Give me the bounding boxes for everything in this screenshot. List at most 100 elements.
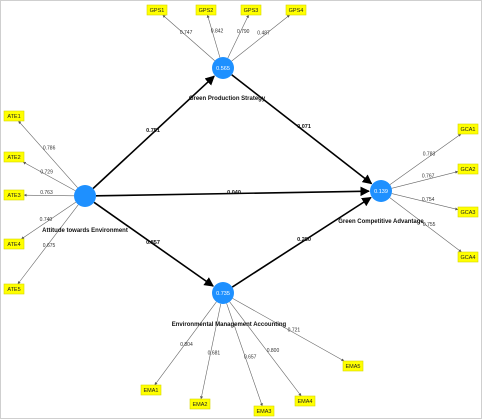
loading-value-ema2: 0.681 (208, 351, 221, 357)
construct-name-gps: Green Production Strategy (189, 96, 266, 102)
indicator-label-ate5: ATE5 (7, 287, 20, 293)
path-ate-to-ema (93, 201, 214, 287)
indicator-box-ate3[interactable] (3, 189, 25, 201)
construct-gps[interactable] (212, 57, 234, 79)
indicator-box-ate1[interactable] (3, 110, 25, 122)
indicator-box-ate4[interactable] (3, 238, 25, 250)
loading-line-gps2 (206, 14, 221, 58)
construct-gca[interactable] (370, 180, 392, 202)
indicator-label-gps4: GPS4 (289, 8, 304, 14)
loading-value-ema3: 0.657 (244, 354, 257, 360)
loading-value-ema1: 0.804 (180, 342, 193, 348)
path-gps-to-gca (231, 74, 373, 185)
constructs-layer: 0.565 0.735 0.139 (74, 57, 392, 304)
loading-line-ate5 (17, 204, 79, 285)
indicator-box-ema2[interactable] (189, 398, 211, 410)
indicator-box-gps4[interactable] (285, 4, 307, 16)
path-coef-ate-to-gps: 0.751 (146, 128, 160, 134)
indicator-label-gps1: GPS1 (150, 8, 165, 14)
loading-value-ema5: 0.721 (288, 327, 301, 333)
loading-line-gca3 (391, 193, 459, 211)
path-ema-to-gca (231, 196, 372, 288)
construct-name-ema: Environmental Management Accounting (172, 322, 287, 328)
indicator-box-gca3[interactable] (457, 206, 479, 218)
loading-lines-layer (17, 14, 462, 407)
loading-value-gps2: 0.842 (211, 29, 224, 35)
indicator-label-gps2: GPS2 (199, 8, 214, 14)
indicator-box-gca4[interactable] (457, 251, 479, 263)
loading-value-ate1: 0.786 (43, 146, 56, 152)
indicator-box-gps3[interactable] (240, 4, 262, 16)
loading-value-gps4: 0.487 (257, 30, 270, 36)
loading-line-gca1 (389, 133, 462, 185)
construct-r2-gps: 0.565 (216, 66, 230, 72)
path-ate-to-gca (95, 186, 370, 197)
path-lines-layer (92, 74, 373, 288)
construct-name-gca: Green Competitive Advantage (338, 219, 424, 225)
loading-line-ema1 (154, 301, 217, 386)
indicator-label-ema1: EMA1 (144, 388, 159, 394)
construct-ate[interactable] (74, 185, 96, 207)
indicator-box-ema3[interactable] (253, 405, 275, 417)
loading-line-gps3 (227, 14, 249, 59)
path-ate-to-gps (92, 75, 215, 190)
loading-value-gca4: 0.755 (423, 222, 436, 228)
indicator-box-gca2[interactable] (457, 163, 479, 175)
loading-value-ate3: 0.763 (40, 190, 53, 196)
path-coef-ate-to-ema: 0.857 (146, 240, 160, 246)
indicator-label-gca4: GCA4 (461, 255, 476, 261)
loading-value-ate4: 0.740 (40, 217, 53, 223)
loading-line-ate2 (22, 161, 76, 191)
loading-line-gps1 (162, 14, 215, 61)
indicator-box-gps2[interactable] (195, 4, 217, 16)
loading-line-ema4 (229, 301, 302, 397)
loading-line-ate3 (23, 193, 75, 197)
indicator-box-gps1[interactable] (146, 4, 168, 16)
loading-line-ema5 (232, 298, 345, 362)
path-coef-gps-to-gca: 0.071 (297, 124, 311, 130)
loading-line-ate4 (21, 201, 77, 240)
indicator-label-ate2: ATE2 (7, 155, 20, 161)
loading-line-ate1 (18, 120, 78, 188)
loading-value-gps1: 0.747 (180, 30, 193, 36)
loading-value-ema4: 0.800 (267, 348, 280, 354)
construct-name-ate: Attitude towards Environment (42, 228, 128, 234)
indicator-label-ema3: EMA3 (257, 409, 272, 415)
loading-value-gca1: 0.783 (423, 151, 436, 157)
indicator-box-ate5[interactable] (3, 283, 25, 295)
indicator-label-ema5: EMA5 (346, 364, 361, 370)
indicator-label-ate3: ATE3 (7, 193, 20, 199)
indicator-box-ema4[interactable] (294, 395, 316, 407)
loading-line-ema2 (200, 303, 222, 400)
indicator-label-gca3: GCA3 (461, 210, 476, 216)
indicator-box-ema1[interactable] (140, 384, 162, 396)
path-coef-ema-to-gca: 0.280 (297, 237, 311, 243)
indicator-box-ema5[interactable] (342, 360, 364, 372)
construct-r2-ema: 0.735 (216, 291, 230, 297)
indicator-label-gca1: GCA1 (461, 127, 476, 133)
loading-line-gca4 (389, 197, 462, 253)
indicator-label-ate1: ATE1 (7, 114, 20, 120)
indicator-box-gca1[interactable] (457, 123, 479, 135)
loading-line-gca2 (391, 170, 459, 189)
loading-value-ate5: 0.675 (43, 243, 56, 249)
construct-r2-gca: 0.139 (374, 189, 388, 195)
indicator-label-gca2: GCA2 (461, 167, 476, 173)
indicator-label-ema4: EMA4 (298, 399, 313, 405)
indicator-box-ate2[interactable] (3, 151, 25, 163)
loading-value-ate2: 0.729 (40, 169, 53, 175)
indicator-label-ate4: ATE4 (7, 242, 20, 248)
indicator-label-ema2: EMA2 (193, 402, 208, 408)
indicator-label-gps3: GPS3 (244, 8, 259, 14)
loading-value-gca3: 0.754 (422, 197, 435, 203)
path-coef-ate-to-gca: 0.040 (227, 190, 241, 196)
loading-line-ema3 (226, 303, 263, 407)
loading-value-gca2: 0.767 (422, 174, 435, 180)
loading-value-gps3: 0.790 (237, 29, 250, 35)
loading-line-gps4 (231, 14, 290, 62)
labels-layer: 0.786 0.729 0.763 0.740 0.675 0.747 0.842 0.790… (40, 29, 436, 361)
construct-ema[interactable] (212, 282, 234, 304)
